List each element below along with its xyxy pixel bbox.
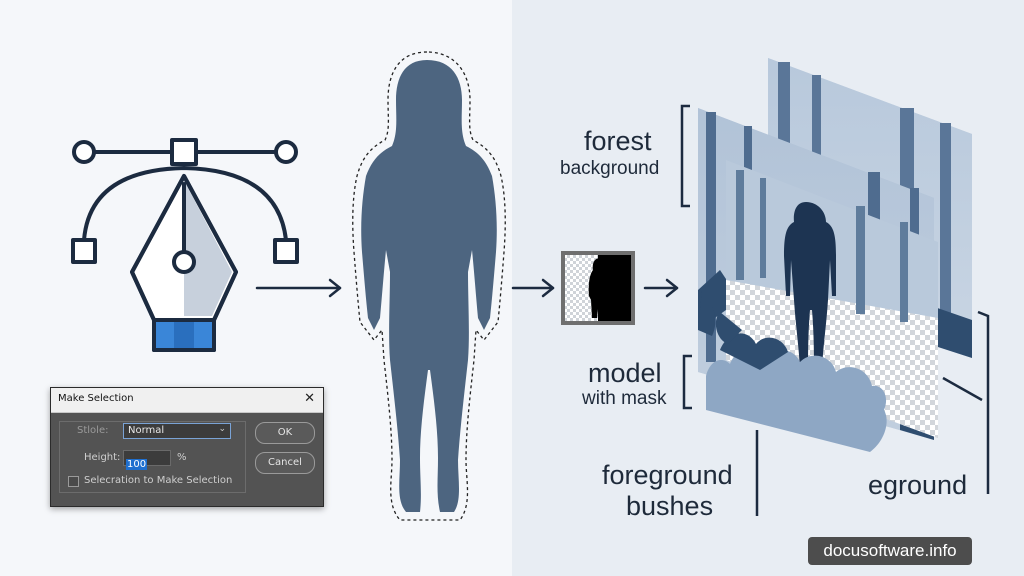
forest-label: forest [584, 126, 652, 156]
style-label: Stlole: [77, 425, 109, 436]
checkbox-label: Selecration to Make Selection [84, 475, 233, 486]
options-group [59, 421, 246, 493]
height-value: 100 [126, 459, 148, 470]
style-value: Normal [128, 425, 165, 436]
model-label: model [588, 358, 662, 388]
dialog-titlebar: Make Selection ✕ [51, 388, 323, 413]
close-icon[interactable]: ✕ [304, 391, 315, 406]
watermark: docusoftware.info [808, 537, 972, 565]
cancel-button[interactable]: Cancel [255, 452, 315, 474]
chevron-down-icon: ⌄ [218, 424, 226, 434]
selection-checkbox[interactable] [68, 476, 79, 487]
mask-thumbnail [561, 251, 635, 325]
eground-label: eground [868, 470, 968, 500]
with-mask-label: with mask [582, 388, 667, 409]
foreground-label: foreground [602, 460, 733, 490]
arrow-right-icon [255, 278, 342, 298]
height-label: Height: [84, 452, 121, 463]
height-unit: % [177, 452, 187, 463]
height-input[interactable]: 100 [123, 450, 171, 470]
selected-silhouette [352, 51, 506, 521]
make-selection-dialog: Make Selection ✕ Stlole: Normal ⌄ Height… [50, 387, 324, 507]
arrow-right-icon [511, 278, 555, 298]
ok-button[interactable]: OK [255, 422, 315, 444]
background-label: background [560, 158, 660, 179]
bushes-label: bushes [626, 491, 714, 521]
arrow-right-icon [643, 278, 679, 298]
dialog-title: Make Selection [58, 393, 134, 404]
layer-model-with-mask [698, 160, 938, 452]
pen-tool-icon [71, 138, 299, 352]
style-select[interactable]: Normal ⌄ [123, 423, 231, 439]
label-brackets [680, 104, 990, 516]
